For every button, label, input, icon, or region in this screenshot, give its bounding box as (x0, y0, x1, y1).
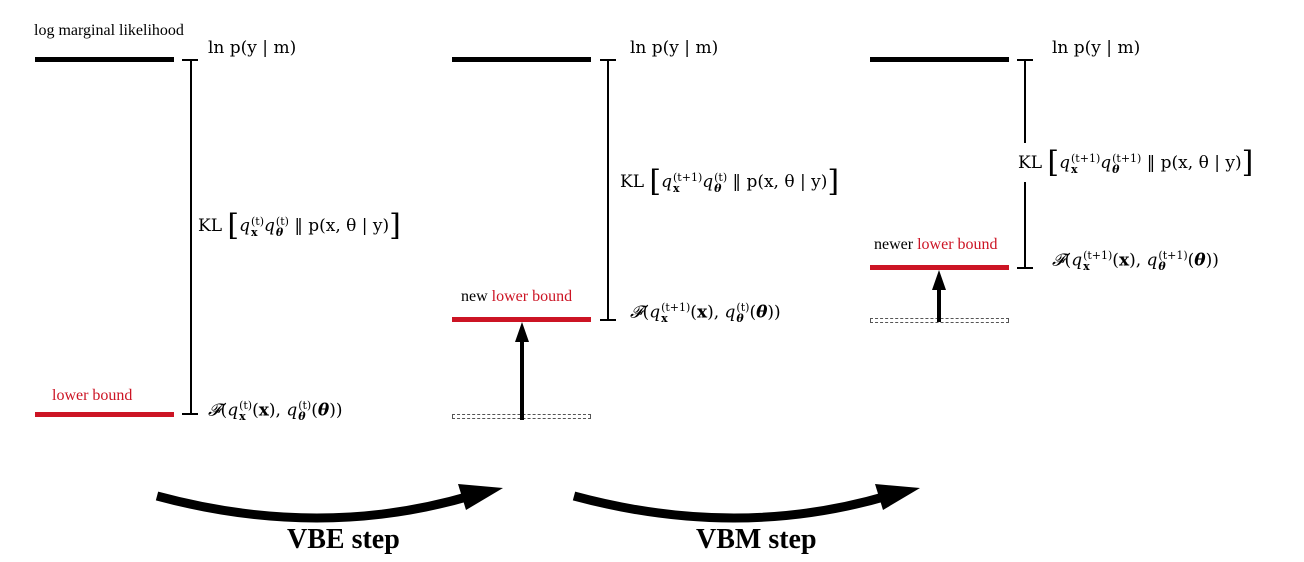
lower-bound-text: lower bound (917, 236, 998, 253)
qtheta-superscript: (t) (275, 214, 289, 228)
kl-gap-bracket (190, 59, 192, 415)
free-energy-formula: 𝓕(q(t+1)x(x), q(t+1)θ(θ)) (1052, 249, 1219, 273)
qtheta-superscript: (t+1) (1112, 151, 1142, 165)
log-evidence-text: ln p(y | m) (1052, 38, 1141, 58)
qtheta-superscript: (t) (714, 170, 728, 184)
bracket-bottom-tick (182, 413, 198, 415)
log-evidence-text: ln p(y | m) (630, 38, 719, 58)
log-evidence-formula: ln p(y | m) (1052, 38, 1140, 58)
new-lower-bound-label: new lower bound (461, 288, 572, 306)
log-marginal-likelihood-label: log marginal likelihood (34, 22, 184, 39)
new-prefix: new (461, 288, 488, 305)
vbe-improvement-arrow (515, 322, 529, 420)
F-qtheta-superscript: (t) (736, 301, 750, 314)
vbe-step-label: VBE step (287, 524, 400, 555)
kl-prefix: KL (1018, 153, 1042, 173)
free-energy-formula: 𝓕(q(t)x(x), q(t)θ(θ)) (208, 399, 343, 423)
log-likelihood-level (870, 57, 1009, 62)
F-qx-superscript: (t+1) (661, 301, 691, 314)
log-evidence-text: ln p(y | m) (208, 38, 297, 58)
lower-bound-label: lower bound (52, 387, 133, 404)
newer-lower-bound-label: newer lower bound (874, 236, 998, 254)
posterior-text: p(x, θ | y) (1160, 153, 1242, 173)
kl-gap-bracket (607, 59, 609, 320)
bracket-bottom-tick (1017, 267, 1033, 269)
vbe-step-arrow (155, 484, 503, 523)
lower-bound-text: lower bound (491, 288, 573, 305)
qx-superscript: (t+1) (673, 170, 703, 184)
F-qx-superscript: (t+1) (1083, 249, 1113, 262)
F-qtheta-superscript: (t) (298, 399, 312, 412)
vbm-step-arrow (572, 484, 920, 523)
free-energy-formula: 𝓕(q(t+1)x(x), q(t)θ(θ)) (630, 301, 781, 325)
posterior-text: p(x, θ | y) (746, 172, 828, 192)
newer-prefix: newer (874, 236, 914, 253)
qx-superscript: (t) (251, 214, 265, 228)
newer-lower-bound-level (870, 265, 1009, 270)
F-qtheta-superscript: (t+1) (1158, 249, 1188, 262)
kl-prefix: KL (620, 172, 644, 192)
log-evidence-formula: ln p(y | m) (208, 38, 296, 58)
vbm-step-label: VBM step (696, 524, 817, 555)
log-likelihood-level (452, 57, 591, 62)
F-qx-superscript: (t) (239, 399, 253, 412)
bracket-bottom-tick (600, 319, 616, 321)
log-likelihood-level (35, 57, 174, 62)
log-evidence-formula: ln p(y | m) (630, 38, 718, 58)
vbm-improvement-arrow (932, 270, 946, 322)
new-lower-bound-level (452, 317, 591, 322)
posterior-text: p(x, θ | y) (308, 216, 390, 236)
qx-superscript: (t+1) (1071, 151, 1101, 165)
kl-prefix: KL (198, 216, 222, 236)
lower-bound-level (35, 412, 174, 417)
